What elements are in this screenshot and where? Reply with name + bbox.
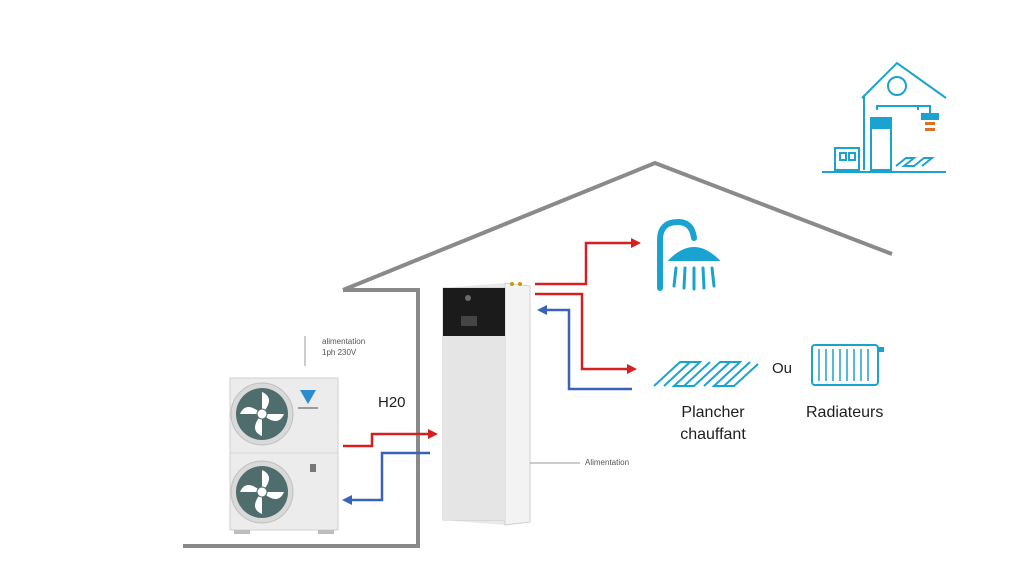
return-pipe-from-floor-heating — [537, 305, 632, 391]
house-system-logo-icon — [822, 61, 947, 173]
brand-logo-icon — [298, 390, 318, 409]
power-label-outdoor-line1: alimentation — [322, 337, 366, 346]
floor-heating-label-line1: Plancher — [681, 404, 745, 421]
indoor-unit — [442, 282, 531, 526]
radiators-label: Radiateurs — [806, 404, 884, 421]
floor-heating-label-line2: chauffant — [680, 426, 746, 443]
floor-heating-icon — [653, 361, 759, 387]
hot-pipe-to-shower — [535, 238, 641, 286]
fan-icon — [230, 460, 294, 524]
house-outline — [183, 160, 893, 548]
outdoor-unit — [229, 377, 339, 534]
or-label: Ou — [772, 360, 793, 377]
power-label-indoor: Alimentation — [585, 458, 630, 467]
cold-pipe-indoor-to-outdoor — [342, 451, 430, 505]
fan-icon — [230, 382, 294, 446]
water-label: H20 — [378, 394, 406, 411]
hot-pipe-outdoor-to-indoor — [343, 429, 438, 448]
hot-pipe-to-floor-heating — [535, 292, 637, 374]
floor-heating-label: Plancher chauffant — [667, 402, 759, 446]
power-label-outdoor: alimentation 1ph 230V — [322, 336, 365, 358]
radiator-icon — [811, 344, 884, 386]
power-label-outdoor-line2: 1ph 230V — [322, 348, 357, 357]
shower-icon — [657, 218, 721, 291]
